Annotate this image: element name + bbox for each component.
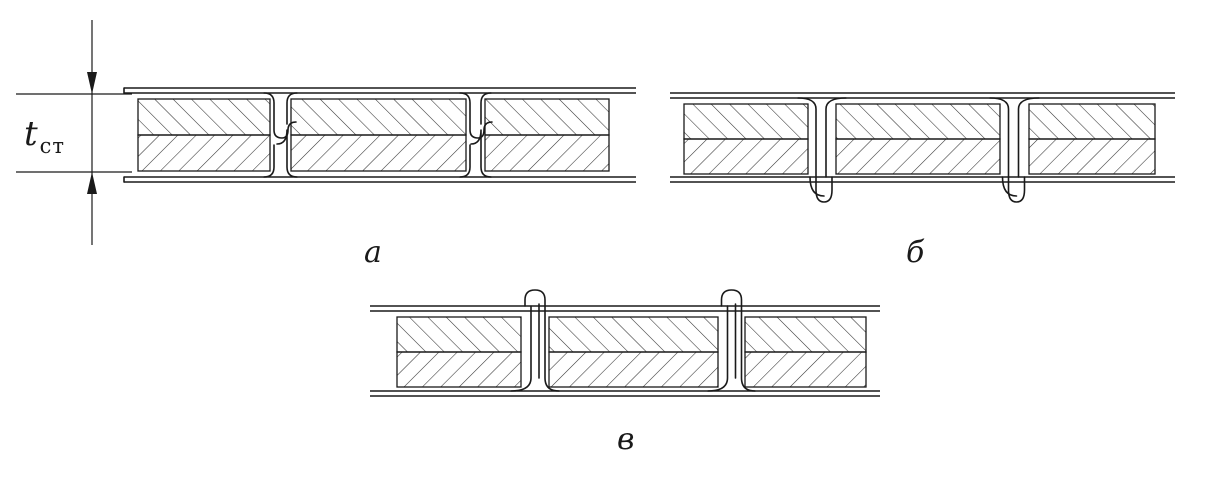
top-fold-seam: [510, 305, 532, 392]
insulation-layer-lower: [290, 134, 467, 172]
interlock-seam: [276, 129, 298, 178]
interlock-seam: [459, 144, 471, 178]
bottom-fold-seam: [1017, 97, 1040, 178]
variant-a-label: а: [364, 235, 382, 270]
thickness-symbol: t: [24, 114, 38, 154]
insulation-layer-lower: [1028, 138, 1156, 175]
insulation-layer-upper: [137, 98, 271, 136]
bottom-fold-seam: [809, 176, 825, 197]
insulation-layer-lower: [683, 138, 809, 175]
insulation-layer-lower: [548, 351, 719, 388]
top-fold-seam: [707, 305, 729, 392]
insulation-layer-upper: [396, 316, 522, 353]
insulation-layer-upper: [290, 98, 467, 136]
interlock-seam: [459, 92, 493, 139]
thickness-label: tст: [24, 114, 65, 157]
insulation-layer-lower: [396, 351, 522, 388]
bottom-fold-seam: [797, 97, 833, 203]
insulation-layer-upper: [484, 98, 610, 136]
dimension-arrow-up: [87, 172, 97, 194]
insulation-layer-upper: [1028, 103, 1156, 140]
top-fold-seam: [720, 289, 756, 392]
insulation-layer-upper: [835, 103, 1001, 140]
bottom-fold-seam: [825, 97, 847, 178]
interlock-seam: [286, 92, 298, 125]
insulation-layer-upper: [683, 103, 809, 140]
bottom-fold-seam: [1001, 176, 1018, 197]
insulation-layer-upper: [744, 316, 867, 353]
insulation-layer-lower: [484, 134, 610, 172]
variant-b-drawing: [670, 92, 1175, 203]
variant-c-label: в: [617, 422, 635, 457]
variant-c-drawing: [370, 289, 880, 397]
bottom-fold-seam: [989, 97, 1026, 203]
variant-a-drawing: [123, 87, 636, 183]
thickness-subscript: ст: [39, 134, 66, 158]
top-fold-seam: [524, 289, 560, 392]
insulation-layer-lower: [137, 134, 271, 172]
interlock-seam: [470, 129, 492, 178]
interlock-seam: [263, 144, 275, 178]
interlock-seam: [480, 92, 492, 125]
insulation-layer-upper: [548, 316, 719, 353]
insulation-layer-lower: [744, 351, 867, 388]
variant-b-label: б: [906, 235, 925, 270]
interlock-seam: [263, 92, 297, 139]
thickness-dimension: [16, 20, 132, 245]
insulation-layer-lower: [835, 138, 1001, 175]
dimension-arrow-down: [87, 72, 97, 94]
